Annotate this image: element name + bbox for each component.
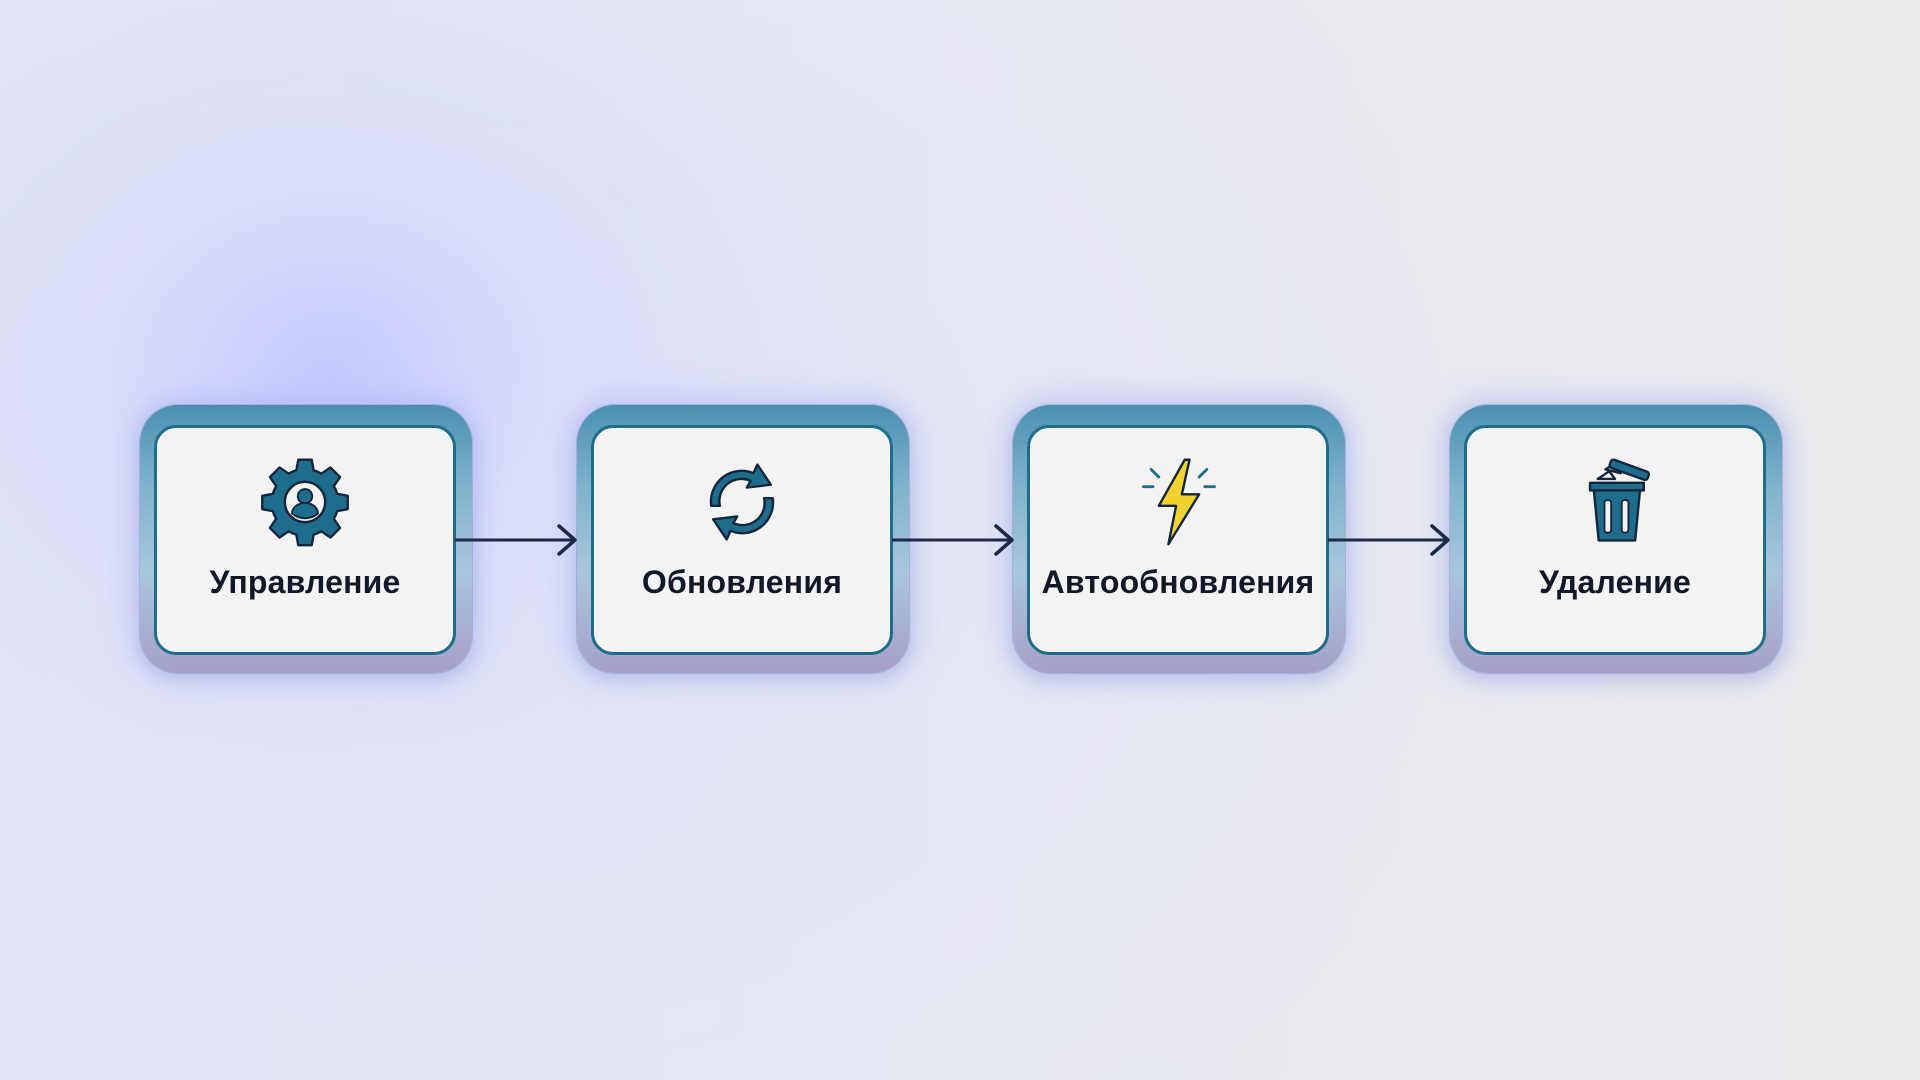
step-label: Управление [209,564,401,600]
step-node-auto-updates: Автообновления [1013,405,1345,673]
refresh-icon [694,454,790,550]
step-card: Управление [154,425,456,655]
lightning-bolt-icon [1130,454,1226,550]
step-node-management: Управление [140,405,472,673]
gear-user-icon [257,454,353,550]
connector-arrow-3 [1328,520,1454,560]
step-card: Обновления [591,425,893,655]
step-label: Обновления [641,564,843,600]
step-card: Удаление [1464,425,1766,655]
step-node-updates: Обновления [577,405,909,673]
step-label: Автообновления [1041,564,1315,600]
step-card: Автообновления [1027,425,1329,655]
trash-can-icon [1567,454,1663,550]
step-label: Удаление [1538,564,1692,600]
connector-arrow-1 [455,520,581,560]
step-node-removal: Удаление [1450,405,1782,673]
connector-arrow-2 [892,520,1018,560]
